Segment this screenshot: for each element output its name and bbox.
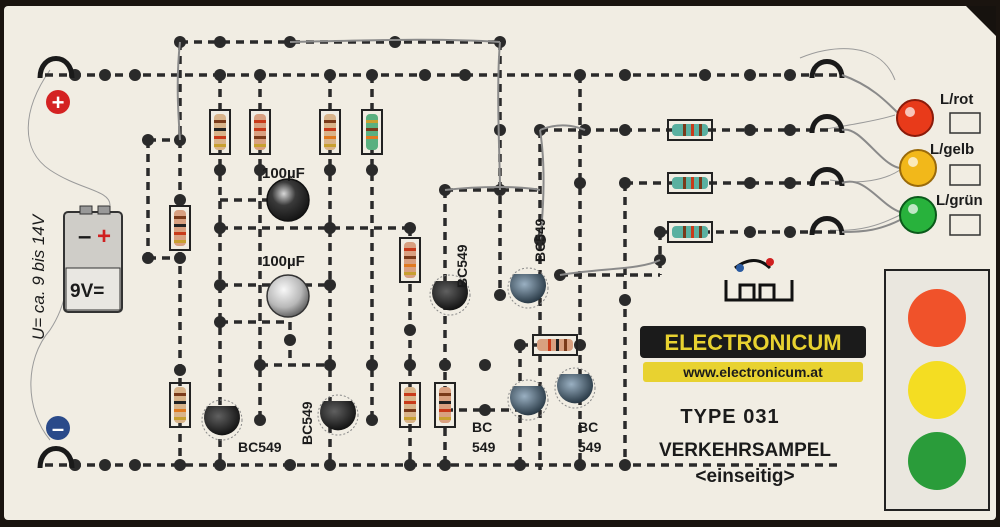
transistors [201, 267, 596, 441]
terminals [37, 56, 845, 469]
transistor-label-2: BC549 [299, 401, 315, 445]
brand-name: ELECTRONICUM [664, 330, 841, 355]
traffic-light-red [908, 289, 966, 347]
board-panel [4, 6, 996, 520]
led-green [899, 196, 937, 234]
capacitors [266, 178, 310, 318]
traffic-light-green [908, 432, 966, 490]
led-label-yellow: L/gelb [930, 141, 974, 158]
capacitor-1 [266, 178, 310, 222]
transistor-label-6b: 549 [578, 439, 602, 455]
transistor-label-4: BC549 [532, 218, 548, 262]
resistors [169, 109, 713, 428]
bare-wires [176, 38, 901, 276]
capacitor-2 [266, 274, 310, 318]
subtitle: <einseitig> [695, 466, 794, 487]
traffic-light-yellow [908, 361, 966, 419]
brand-url-bar [643, 362, 863, 382]
transistor-label-5a: BC [472, 419, 492, 435]
plus-sign: + [52, 90, 65, 115]
led-label-green: L/grün [936, 192, 983, 209]
transistor-label-3: BC549 [454, 244, 470, 288]
type-label: TYPE 031 [680, 406, 779, 428]
minus-sign: – [52, 416, 64, 441]
solder-pads [69, 36, 796, 471]
battery: – + 9V= [63, 205, 123, 313]
battery-plus-sign: + [97, 223, 111, 250]
electronicum-logo-icon [724, 258, 794, 302]
brand-bar [640, 326, 866, 358]
minus-badge: – [46, 416, 70, 441]
voltage-range-label: U= ca. 9 bis 14V [29, 213, 48, 340]
capacitor-label-2: 100µF [262, 253, 305, 270]
led-label-red: L/rot [940, 91, 973, 108]
brand-url: www.electronicum.at [682, 364, 823, 380]
title: VERKEHRSAMPEL [659, 440, 831, 461]
transistor-label-6a: BC [578, 419, 598, 435]
led-red [896, 99, 934, 137]
plus-badge: + [46, 90, 70, 115]
board-corner [966, 6, 996, 36]
battery-minus-sign: – [78, 223, 91, 250]
transistor-label-5b: 549 [472, 439, 496, 455]
capacitor-label-1: 100µF [262, 165, 305, 182]
leds [896, 99, 981, 236]
battery-label: 9V= [70, 281, 104, 302]
transistor-label-1: BC549 [238, 439, 282, 455]
